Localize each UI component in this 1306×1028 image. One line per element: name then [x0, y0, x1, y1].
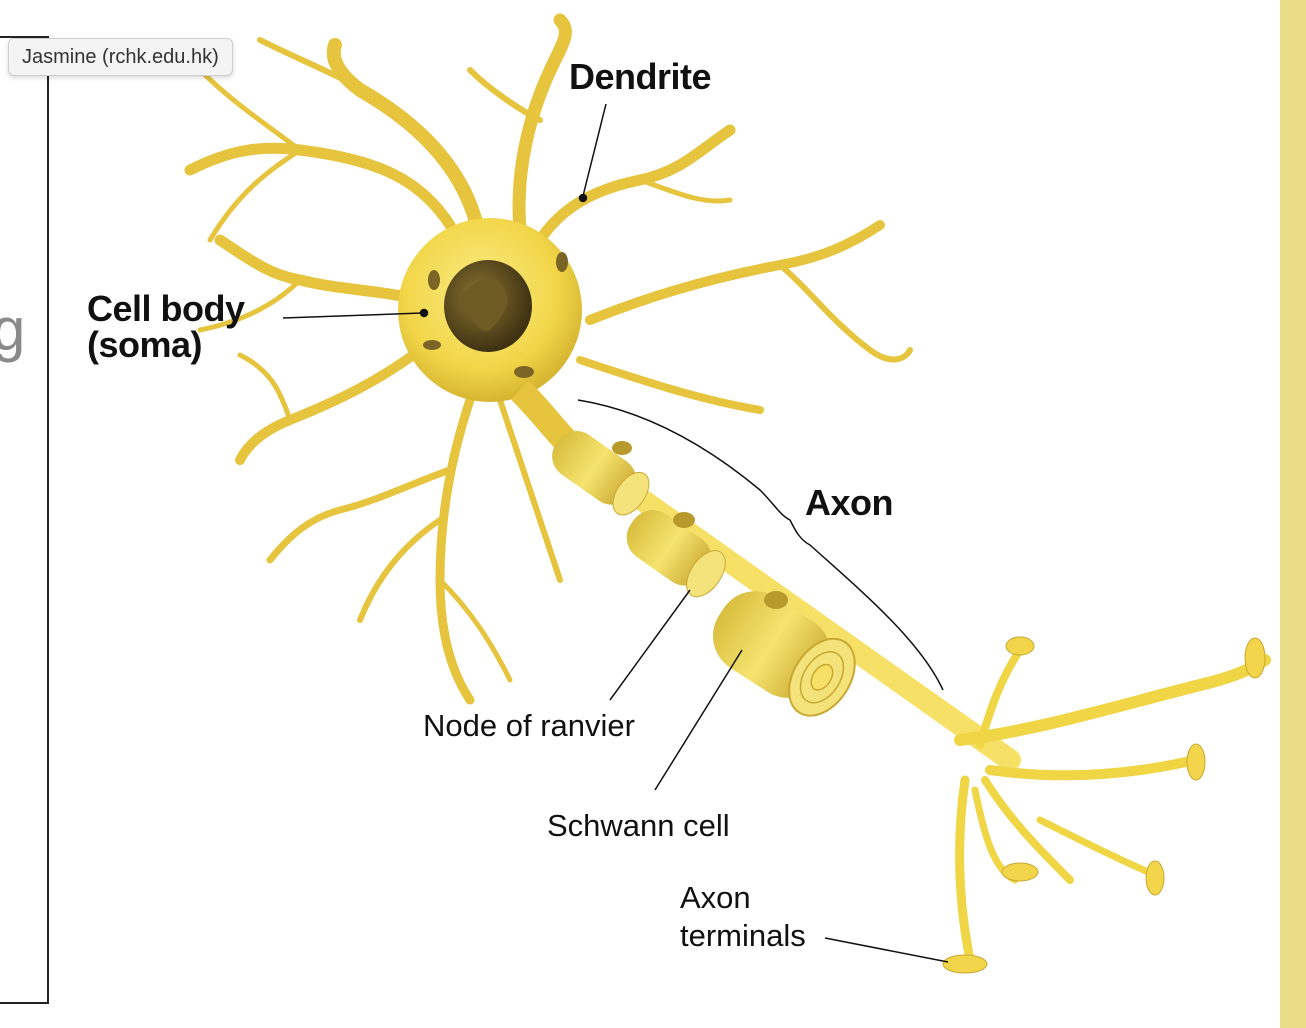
myelin-sheaths [552, 431, 856, 717]
left-panel-text: g [0, 296, 26, 363]
label-axon-terminals-line1: Axon [680, 880, 751, 915]
right-accent-strip [1280, 0, 1306, 1028]
label-schwann-cell: Schwann cell [547, 808, 730, 843]
left-panel: g [0, 36, 49, 1004]
user-tooltip: Jasmine (rchk.edu.hk) [8, 38, 233, 76]
label-soma: (soma) [87, 324, 203, 365]
label-node-of-ranvier: Node of ranvier [423, 708, 635, 743]
label-cell-body: Cell body [87, 288, 245, 329]
axon-terminals [954, 646, 1271, 965]
terminal-buttons [942, 636, 1266, 974]
label-axon-terminals-line2: terminals [680, 918, 806, 953]
leader-lines [282, 103, 949, 963]
label-axon: Axon [805, 482, 894, 523]
label-dendrite: Dendrite [569, 56, 712, 97]
dendrites [184, 13, 913, 705]
